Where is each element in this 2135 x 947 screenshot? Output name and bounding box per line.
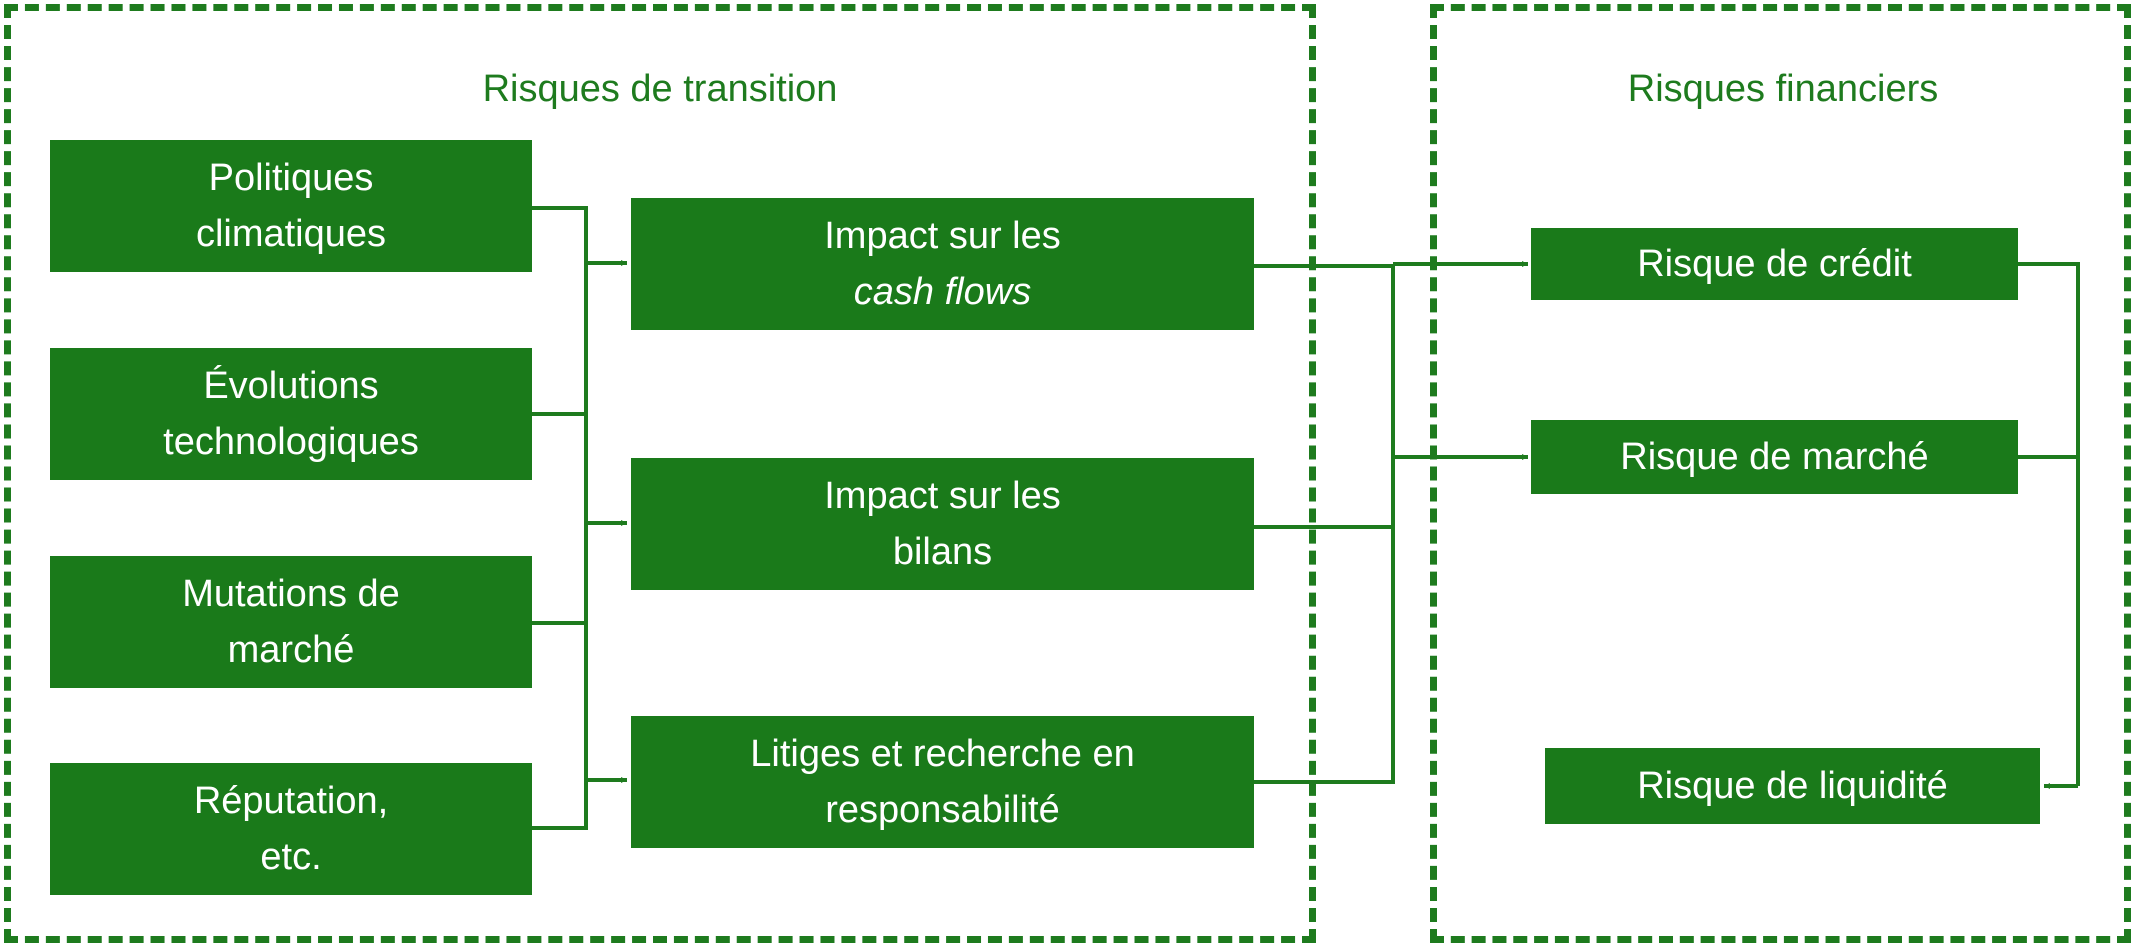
- driver-label-line2: etc.: [260, 836, 322, 878]
- impact-label-line2: responsabilité: [825, 789, 1060, 831]
- risk-box-marche: Risque de marché: [1531, 420, 2018, 494]
- financial-risks-title: Risques financiers: [1627, 68, 1939, 110]
- impact-label-line1: Impact sur les: [824, 475, 1061, 517]
- driver-box-evolutions-technologiques: Évolutions technologiques: [50, 348, 532, 480]
- impact-label-line1: Impact sur les: [824, 215, 1061, 257]
- transition-risks-title: Risques de transition: [482, 68, 838, 110]
- risk-label: Risque de crédit: [1637, 243, 1912, 285]
- driver-box-reputation: Réputation, etc.: [50, 763, 532, 895]
- impact-label-line2: bilans: [892, 531, 993, 573]
- financial-risks-panel: [1430, 4, 2131, 943]
- transition-risks-panel: [4, 4, 1316, 943]
- driver-label-line2: technologiques: [163, 421, 419, 463]
- driver-label-line2: climatiques: [195, 213, 387, 255]
- driver-label-line2: marché: [227, 629, 355, 671]
- driver-label-line1: Mutations de: [182, 573, 400, 615]
- impact-box-litiges: Litiges et recherche en responsabilité: [631, 716, 1254, 848]
- impact-label-line2: cash flows: [853, 271, 1032, 313]
- risk-box-credit: Risque de crédit: [1531, 228, 2018, 300]
- impact-label-line1: Litiges et recherche en: [750, 733, 1135, 775]
- risk-label: Risque de liquidité: [1637, 765, 1948, 807]
- driver-label-line1: Évolutions: [203, 365, 379, 407]
- driver-label-line1: Politiques: [208, 157, 374, 199]
- driver-label-line1: Réputation,: [193, 780, 389, 822]
- driver-box-politiques-climatiques: Politiques climatiques: [50, 140, 532, 272]
- impact-box-cash-flows: Impact sur les cash flows: [631, 198, 1254, 330]
- risk-label: Risque de marché: [1620, 436, 1929, 478]
- impact-box-bilans: Impact sur les bilans: [631, 458, 1254, 590]
- driver-box-mutations-de-marche: Mutations de marché: [50, 556, 532, 688]
- risk-box-liquidite: Risque de liquidité: [1545, 748, 2040, 824]
